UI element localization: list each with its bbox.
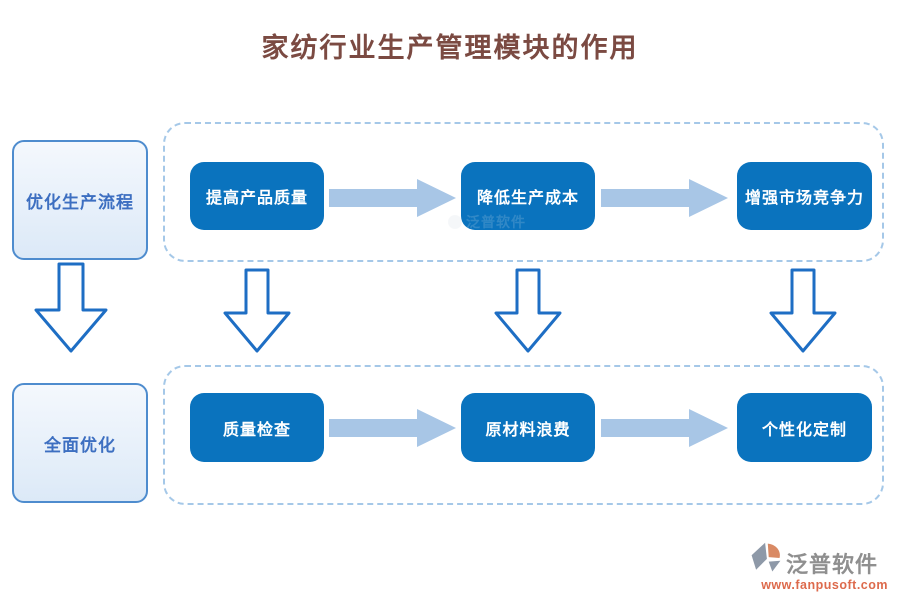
right-arrow-icon xyxy=(601,179,728,217)
right-arrow-icon xyxy=(329,409,456,447)
flow-box-personalized-customization: 个性化定制 xyxy=(737,393,872,462)
stage-box-label: 全面优化 xyxy=(44,435,116,455)
flow-box-improve-quality: 提高产品质量 xyxy=(190,162,324,230)
fanpu-logo-icon xyxy=(751,542,781,572)
flow-box-market-competitiveness: 增强市场竞争力 xyxy=(737,162,872,230)
down-arrow-icon xyxy=(494,268,562,353)
flow-box-quality-inspection: 质量检查 xyxy=(190,393,324,462)
flow-box-label: 质量检查 xyxy=(222,421,291,439)
stage-box-label: 优化生产流程 xyxy=(26,192,134,212)
right-arrow-icon xyxy=(601,409,728,447)
down-arrow-icon xyxy=(223,268,291,353)
footer-brand: 泛普软件 www.fanpusoft.com xyxy=(748,540,888,592)
flow-box-reduce-cost: 降低生产成本 xyxy=(461,162,595,230)
page-title: 家纺行业生产管理模块的作用 xyxy=(261,33,639,63)
flow-box-label: 个性化定制 xyxy=(761,421,847,439)
flow-box-label: 原材料浪费 xyxy=(485,421,571,439)
right-arrow-icon xyxy=(329,179,456,217)
flow-box-material-waste: 原材料浪费 xyxy=(461,393,595,462)
stage-box-full-optimize: 全面优化 xyxy=(12,383,148,503)
top-flow-group xyxy=(163,122,884,262)
brand-name: 泛普软件 xyxy=(786,552,879,577)
flow-box-label: 降低生产成本 xyxy=(476,190,579,207)
stage-box-optimize-process: 优化生产流程 xyxy=(12,140,148,260)
bottom-flow-group xyxy=(163,365,884,505)
flow-box-label: 增强市场竞争力 xyxy=(744,190,864,207)
down-arrow-icon xyxy=(34,262,108,353)
brand-website-link[interactable]: www.fanpusoft.com xyxy=(761,578,888,592)
flow-box-label: 提高产品质量 xyxy=(205,190,308,207)
down-arrow-icon xyxy=(769,268,837,353)
